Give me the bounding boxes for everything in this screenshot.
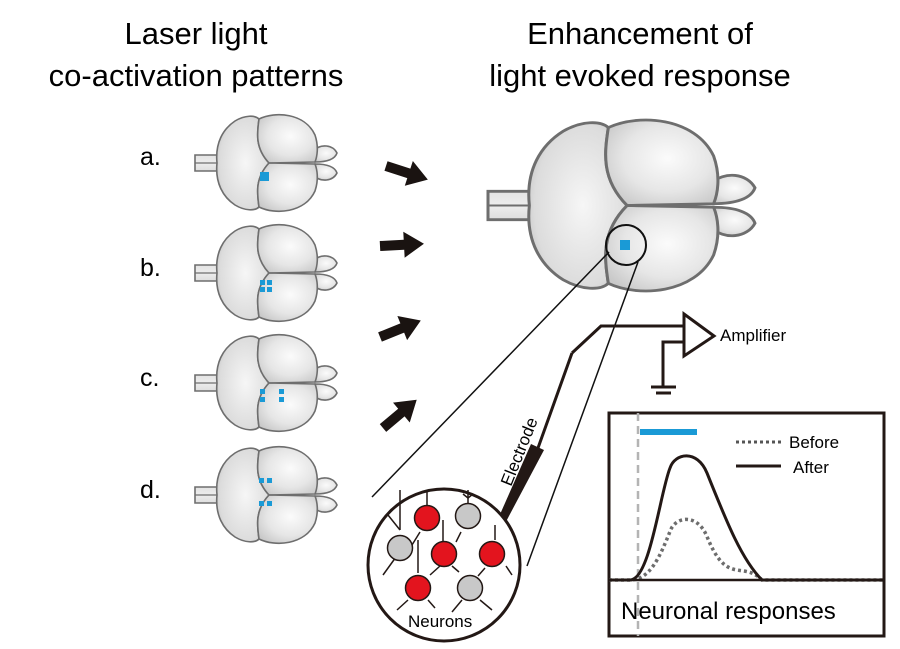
laser-spot xyxy=(267,501,272,506)
zoom-circle xyxy=(605,224,647,266)
neuron-gray xyxy=(386,534,414,562)
ground-wire xyxy=(661,340,684,387)
laser-spot xyxy=(259,501,264,506)
laser-spot xyxy=(260,287,265,292)
series-before xyxy=(609,517,884,582)
right-title-line1: Enhancement of xyxy=(527,16,753,51)
projection-line xyxy=(526,261,639,567)
neuron-red xyxy=(478,540,506,568)
pattern-label-a: a. xyxy=(140,143,161,171)
response-chart: Before After Neuronal responses xyxy=(607,411,886,638)
pattern-a: a. xyxy=(140,113,338,213)
neuron-red xyxy=(430,540,458,568)
neurons-label: Neurons xyxy=(408,612,472,631)
legend-before-label: Before xyxy=(789,433,839,452)
pattern-label-b: b. xyxy=(140,254,161,282)
projection-line xyxy=(371,251,610,498)
pattern-c: c. xyxy=(140,333,338,433)
neuron-inset: Neurons xyxy=(366,487,522,643)
arrow-icon xyxy=(381,153,432,192)
laser-spot xyxy=(259,478,264,483)
neuron-gray xyxy=(456,574,484,602)
laser-spot xyxy=(267,287,272,292)
pattern-d: d. xyxy=(140,445,338,545)
neuron-red xyxy=(413,504,441,532)
pattern-b: b. xyxy=(140,223,338,323)
electrode-wire xyxy=(570,324,684,355)
arrow-icon xyxy=(379,230,425,259)
laser-spot xyxy=(620,240,630,250)
arrow-icon xyxy=(374,389,426,438)
pattern-label-d: d. xyxy=(140,476,161,504)
laser-spot xyxy=(267,478,272,483)
laser-spot xyxy=(260,172,269,181)
laser-spot xyxy=(279,389,284,394)
laser-spot xyxy=(260,397,265,402)
left-title-line2: co-activation patterns xyxy=(49,58,344,93)
brain-icon xyxy=(194,445,338,545)
pattern-label-c: c. xyxy=(140,364,159,392)
brain-icon xyxy=(194,223,338,323)
neuron-red xyxy=(404,574,432,602)
laser-spot xyxy=(260,389,265,394)
chart-caption: Neuronal responses xyxy=(621,598,836,625)
right-title-line2: light evoked response xyxy=(489,58,791,93)
large-brain xyxy=(486,118,757,293)
laser-spot xyxy=(279,397,284,402)
arrow-icon xyxy=(375,308,426,350)
laser-spot xyxy=(260,280,265,285)
electrode-shaft xyxy=(536,352,574,449)
amplifier-icon xyxy=(682,311,717,359)
legend-after-label: After xyxy=(793,458,829,477)
series-after xyxy=(609,454,884,582)
amplifier-label: Amplifier xyxy=(720,326,786,345)
laser-spot xyxy=(267,280,272,285)
neuron-gray xyxy=(454,502,482,530)
amplifier-circuit: Amplifier xyxy=(570,311,786,395)
left-title-line1: Laser light xyxy=(124,16,267,51)
brain-icon xyxy=(194,333,338,433)
brain-icon xyxy=(194,113,338,213)
